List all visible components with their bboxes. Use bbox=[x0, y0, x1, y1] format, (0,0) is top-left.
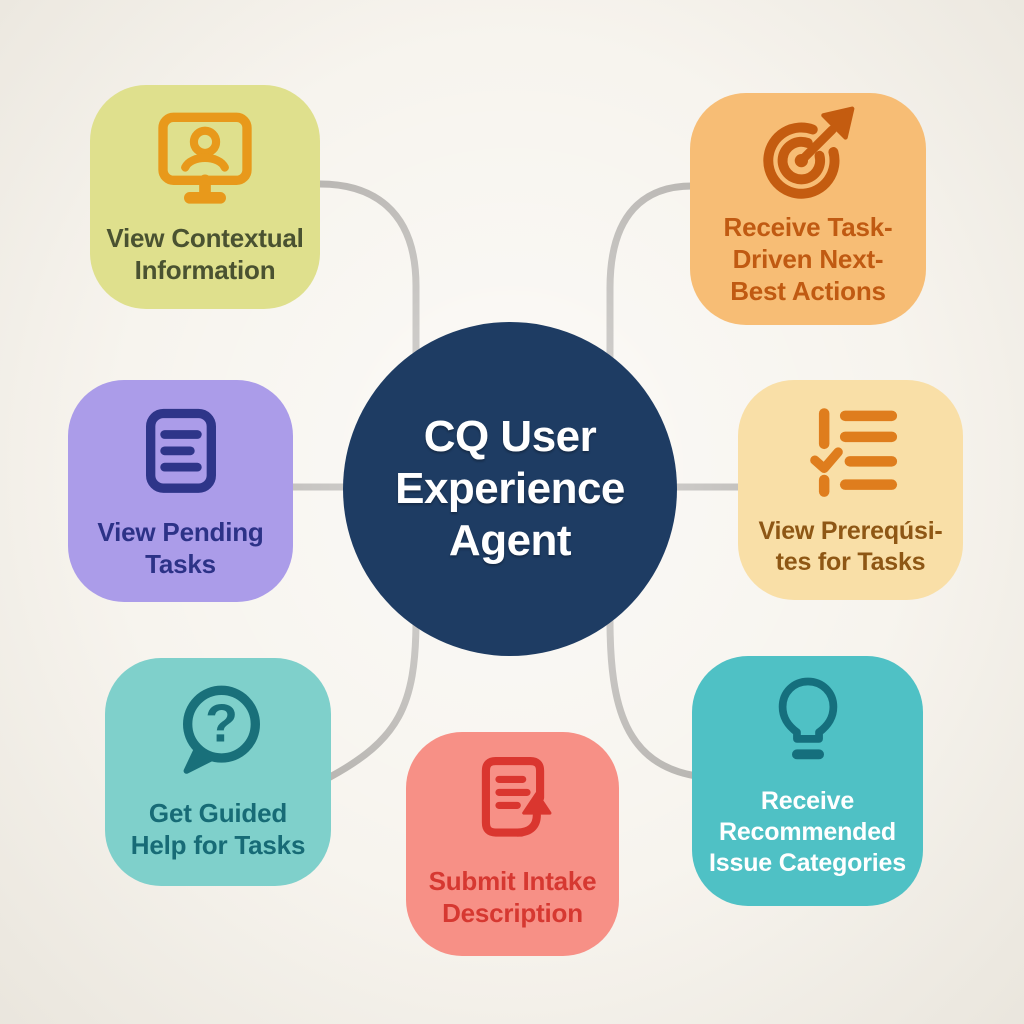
node-label-line: Get Guided bbox=[148, 797, 288, 828]
hub-circle: CQ User Experience Agent bbox=[343, 322, 677, 656]
node-get-guided-help-for-tasks: ? Get Guided Help for Tasks bbox=[105, 658, 331, 886]
lightbulb-icon bbox=[755, 666, 861, 772]
node-label: Submit Intake Description bbox=[429, 852, 597, 942]
connector-top-right bbox=[606, 182, 696, 364]
node-label-line: Receive bbox=[760, 786, 855, 815]
node-label-line: Driven Next- bbox=[732, 243, 884, 274]
node-label-line: Description bbox=[442, 898, 583, 928]
node-receive-recommended-issue-categories: Receive Recommended Issue Categories bbox=[692, 656, 923, 906]
monitor-user-icon bbox=[149, 101, 261, 213]
node-submit-intake-description: Submit Intake Description bbox=[406, 732, 619, 956]
node-label-line: tes for Tasks bbox=[775, 548, 926, 576]
hub-title-line: Agent bbox=[448, 515, 572, 565]
node-label-line: Information bbox=[134, 255, 276, 285]
node-label: Get Guided Help for Tasks bbox=[130, 786, 306, 872]
connector-bottom-left bbox=[326, 616, 420, 781]
node-label-line: Recommended bbox=[718, 817, 896, 846]
node-view-pending-tasks: View Pending Tasks bbox=[68, 380, 293, 602]
target-arrow-icon bbox=[755, 101, 861, 207]
document-lines-icon bbox=[125, 396, 237, 508]
node-label: Receive Recommended Issue Categories bbox=[709, 772, 906, 892]
node-receive-task-driven-next-best-actions: Receive Task- Driven Next- Best Actions bbox=[690, 93, 926, 325]
node-label: Receive Task- Driven Next- Best Actions bbox=[724, 207, 893, 311]
checklist-icon bbox=[795, 396, 907, 508]
node-label-line: Receive Task- bbox=[723, 211, 893, 242]
connector-top-left bbox=[316, 180, 420, 364]
node-label-line: View Prereqúsi- bbox=[758, 517, 943, 545]
node-label: View Prereqúsi- tes for Tasks bbox=[758, 508, 942, 586]
node-view-contextual-information: View Contextual Information bbox=[90, 85, 320, 309]
node-label-line: Tasks bbox=[145, 549, 216, 579]
chat-question-icon: ? bbox=[162, 674, 274, 786]
node-label-line: View Contextual bbox=[106, 222, 304, 253]
connector-bottom-right bbox=[606, 616, 700, 780]
node-label-line: View Pending bbox=[97, 516, 264, 547]
node-label: View Pending Tasks bbox=[97, 508, 263, 588]
node-label-line: Issue Categories bbox=[709, 848, 906, 877]
node-label-line: Best Actions bbox=[730, 276, 886, 307]
node-view-prerequisites-for-tasks: View Prereqúsi- tes for Tasks bbox=[738, 380, 963, 600]
svg-text:?: ? bbox=[205, 694, 238, 754]
hub-title-line: CQ User bbox=[423, 412, 597, 462]
hub-title: CQ User Experience Agent bbox=[395, 411, 625, 567]
node-label: View Contextual Information bbox=[106, 213, 304, 295]
node-label-line: Submit Intake bbox=[428, 865, 597, 896]
document-submit-icon bbox=[461, 748, 565, 852]
hub-title-line: Experience bbox=[395, 464, 625, 514]
node-label-line: Help for Tasks bbox=[130, 830, 306, 860]
